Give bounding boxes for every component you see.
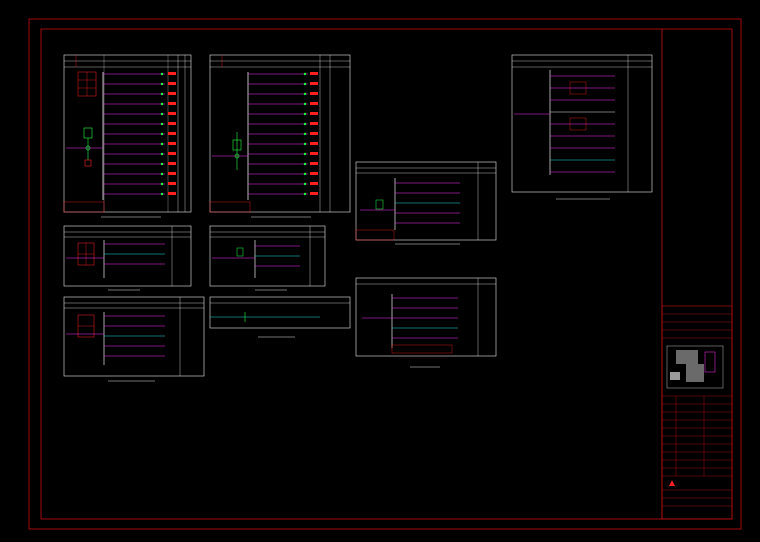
outer-frame: [28, 18, 742, 530]
panel-border: [355, 161, 497, 241]
key-plan: [666, 345, 724, 389]
distribution-panel-9: [511, 54, 653, 200]
legend-note: [63, 201, 105, 213]
panel-border: [511, 54, 653, 193]
distribution-panel-3: [63, 225, 192, 291]
feeder-circuit-rows: [103, 72, 176, 196]
feeder-circuit-rows: [248, 72, 318, 196]
panel-border: [63, 296, 205, 377]
company-logo-icon: [669, 480, 675, 486]
incoming-feeder: [66, 127, 103, 167]
distribution-panel-6: [209, 296, 351, 338]
panel-border: [209, 296, 351, 329]
panel-border: [63, 225, 192, 287]
title-block-frame: [661, 305, 733, 520]
distribution-panel-8: [355, 277, 497, 368]
distribution-panel-7: [355, 161, 497, 245]
panel-border: [355, 277, 497, 357]
incoming-feeder: [212, 132, 248, 170]
distribution-panel-5: [63, 296, 205, 382]
title-block: [661, 305, 733, 520]
panel-border: [209, 54, 351, 213]
distribution-panel-4: [209, 225, 326, 291]
panel-border: [63, 54, 192, 213]
panel-border: [209, 225, 326, 287]
legend-note: [209, 201, 251, 213]
distribution-panel-2: [209, 54, 351, 218]
distribution-panel-1: [63, 54, 192, 218]
inner-frame: [40, 28, 733, 520]
